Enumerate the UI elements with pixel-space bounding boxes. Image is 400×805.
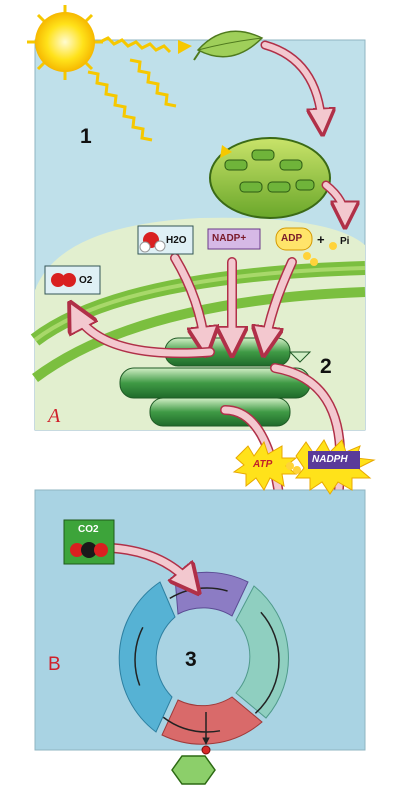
cycle-segment-red <box>161 696 263 745</box>
atp-burst <box>232 440 301 491</box>
plus-sign: + <box>317 232 325 247</box>
cycle-segment-blue <box>118 581 176 733</box>
chloroplast <box>209 137 331 219</box>
stage-3-label: 3 <box>185 648 197 671</box>
water-molecule-icon <box>137 225 194 255</box>
nadp-box <box>207 228 261 250</box>
nadp-label: NADP+ <box>212 233 247 244</box>
panel-a-label: A <box>48 405 61 427</box>
nadph-burst <box>294 439 376 495</box>
phosphate-label: Pi <box>340 236 350 247</box>
sun <box>27 5 103 80</box>
light-ray-to-chloroplast <box>87 70 153 142</box>
leaf <box>193 30 264 61</box>
light-ray-to-leaf <box>99 36 172 54</box>
atp-label: ATP <box>253 459 273 470</box>
oxygen-molecule-icon <box>44 265 101 295</box>
co2-label: CO2 <box>78 524 99 535</box>
membrane-band-lower <box>32 287 366 383</box>
adp-box <box>275 227 337 266</box>
stage-1-label: 1 <box>80 125 92 148</box>
panel-b-label: B <box>48 654 61 675</box>
calvin-cycle-ring <box>118 571 289 745</box>
co2-molecule-icon <box>63 519 115 565</box>
nadph-label: NADPH <box>312 454 348 465</box>
stage-2-label: 2 <box>320 355 332 378</box>
co2-arrow <box>111 543 192 585</box>
adp-label: ADP <box>281 233 303 244</box>
water-label: H2O <box>166 235 187 246</box>
sugar-product <box>171 755 216 785</box>
oxygen-label: O2 <box>79 275 93 286</box>
